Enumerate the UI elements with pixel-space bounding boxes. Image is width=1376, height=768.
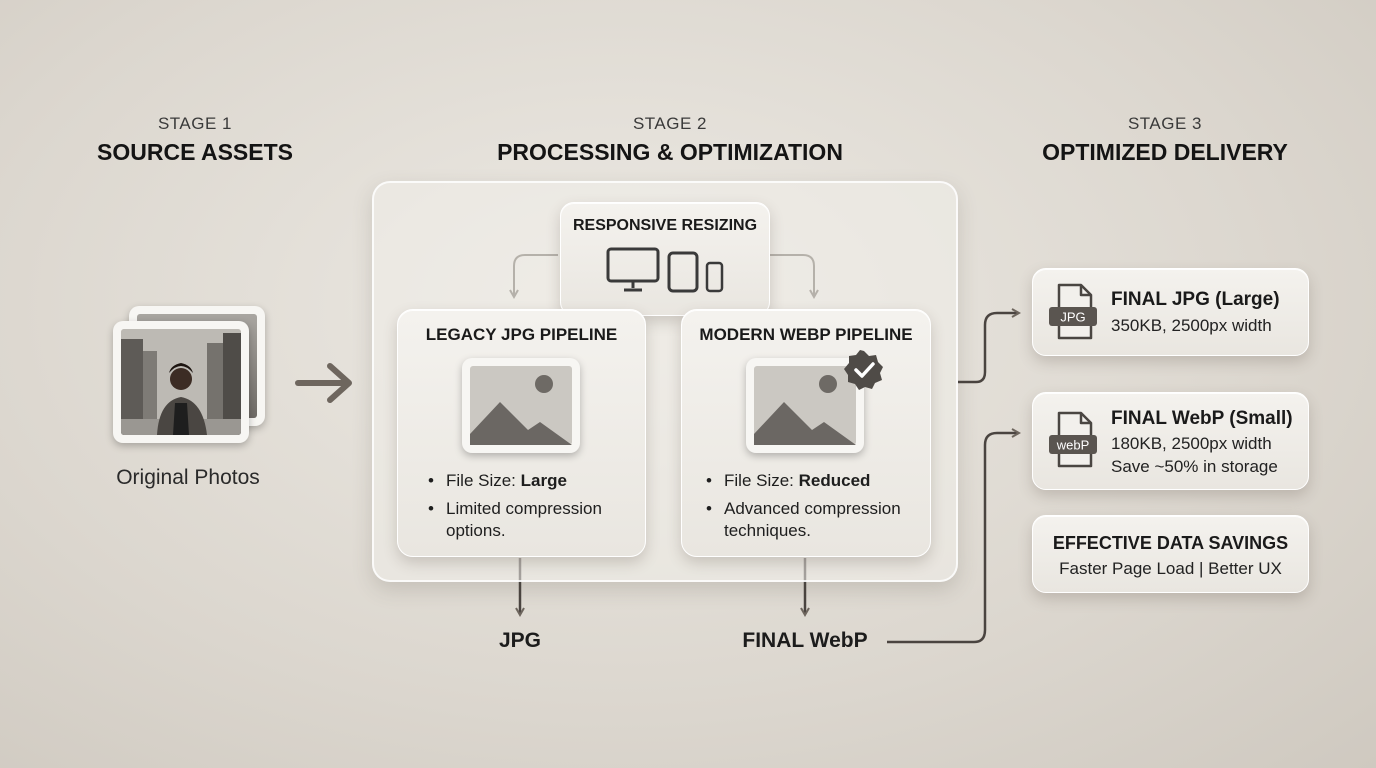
legacy-bullets: File Size: Large Limited compression opt… <box>426 470 636 548</box>
data-savings-card: EFFECTIVE DATA SAVINGS Faster Page Load … <box>1032 515 1309 593</box>
final-jpg-details: 350KB, 2500px width <box>1111 316 1272 335</box>
stage-3-title: OPTIMIZED DELIVERY <box>1042 139 1288 165</box>
arrow-to-final-webp <box>887 433 1018 644</box>
stage-1-label: STAGE 1 <box>157 114 233 133</box>
arrow-to-final-jpg <box>958 313 1018 384</box>
data-savings-details: Faster Page Load | Better UX <box>1059 559 1282 578</box>
image-placeholder-icon <box>754 366 856 445</box>
responsive-resizing-card: RESPONSIVE RESIZING <box>560 202 770 316</box>
photo-front <box>113 321 249 443</box>
modern-image-thumb <box>746 358 864 453</box>
modern-webp-pipeline-card: MODERN WEBP PIPELINE File Size: Reduced … <box>681 309 931 557</box>
final-webp-title: FINAL WebP (Small) <box>1111 408 1293 429</box>
data-savings-title: EFFECTIVE DATA SAVINGS <box>1052 533 1289 553</box>
legacy-pipeline-title: LEGACY JPG PIPELINE <box>425 325 618 344</box>
legacy-bullet-compression: Limited compression options. <box>426 498 636 542</box>
final-webp-details: 180KB, 2500px width <box>1111 434 1272 453</box>
modern-output-label: FINAL WebP <box>742 629 868 652</box>
modern-pipeline-title: MODERN WEBP PIPELINE <box>699 325 913 344</box>
verified-badge-icon <box>844 350 883 390</box>
stage-2-label: STAGE 2 <box>632 114 708 133</box>
webp-file-icon-label: webP <box>1056 438 1090 453</box>
jpg-file-icon-label: JPG <box>1060 310 1085 325</box>
stage-2-title: PROCESSING & OPTIMIZATION <box>497 139 843 165</box>
modern-bullet-filesize: File Size: Reduced <box>704 470 924 492</box>
webp-file-icon: webP <box>1049 411 1097 468</box>
legacy-output-label: JPG <box>498 629 542 652</box>
final-jpg-card: JPG FINAL JPG (Large) 350KB, 2500px widt… <box>1032 268 1309 356</box>
source-caption: Original Photos <box>116 466 260 489</box>
final-webp-savings: Save ~50% in storage <box>1111 457 1278 476</box>
modern-bullets: File Size: Reduced Advanced compression … <box>704 470 924 548</box>
jpg-file-icon: JPG <box>1049 283 1097 340</box>
modern-bullet-compression: Advanced compression techniques. <box>704 498 924 542</box>
portrait-photo-icon <box>121 329 241 435</box>
main-arrow <box>295 363 352 403</box>
final-webp-card: webP FINAL WebP (Small) 180KB, 2500px wi… <box>1032 392 1309 490</box>
devices-icon <box>606 247 724 293</box>
legacy-image-thumb <box>462 358 580 453</box>
final-jpg-title: FINAL JPG (Large) <box>1111 289 1280 310</box>
stage-1-title: SOURCE ASSETS <box>97 139 293 165</box>
image-placeholder-icon <box>470 366 572 445</box>
stage-3-label: STAGE 3 <box>1127 114 1203 133</box>
responsive-resizing-title: RESPONSIVE RESIZING <box>572 217 758 234</box>
legacy-jpg-pipeline-card: LEGACY JPG PIPELINE File Size: Large Lim… <box>397 309 646 557</box>
legacy-bullet-filesize: File Size: Large <box>426 470 636 492</box>
